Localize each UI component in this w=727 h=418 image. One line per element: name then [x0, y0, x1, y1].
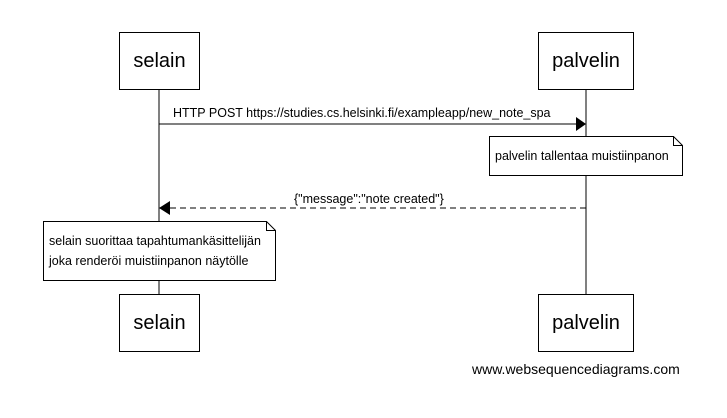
request-arrowhead [576, 117, 586, 131]
response-arrowhead [159, 201, 170, 215]
server-participant-bottom: palvelin [538, 294, 634, 352]
server-note-text: palvelin tallentaa muistiinpanon [495, 149, 669, 163]
response-message-label: {"message":"note created"} [294, 192, 444, 206]
browser-participant-bottom: selain [119, 294, 200, 352]
browser-note-shape [43, 221, 276, 281]
browser-participant-top: selain [119, 32, 200, 90]
footer-watermark: www.websequencediagrams.com [472, 361, 680, 377]
browser-note-line-1: selain suorittaa tapahtumankäsittelijän [49, 234, 261, 248]
server-participant-label-bottom: palvelin [552, 311, 620, 334]
server-participant-label: palvelin [552, 49, 620, 72]
browser-note: selain suorittaa tapahtumankäsittelijän … [43, 221, 276, 281]
server-note-shape [489, 136, 683, 176]
browser-participant-label-bottom: selain [133, 311, 186, 334]
request-message-label: HTTP POST https://studies.cs.helsinki.fi… [173, 106, 551, 120]
server-note: palvelin tallentaa muistiinpanon [489, 136, 683, 176]
browser-participant-label: selain [133, 49, 186, 72]
browser-note-line-2: joka renderöi muistiinpanon näytölle [49, 254, 249, 268]
server-participant-top: palvelin [538, 32, 634, 90]
